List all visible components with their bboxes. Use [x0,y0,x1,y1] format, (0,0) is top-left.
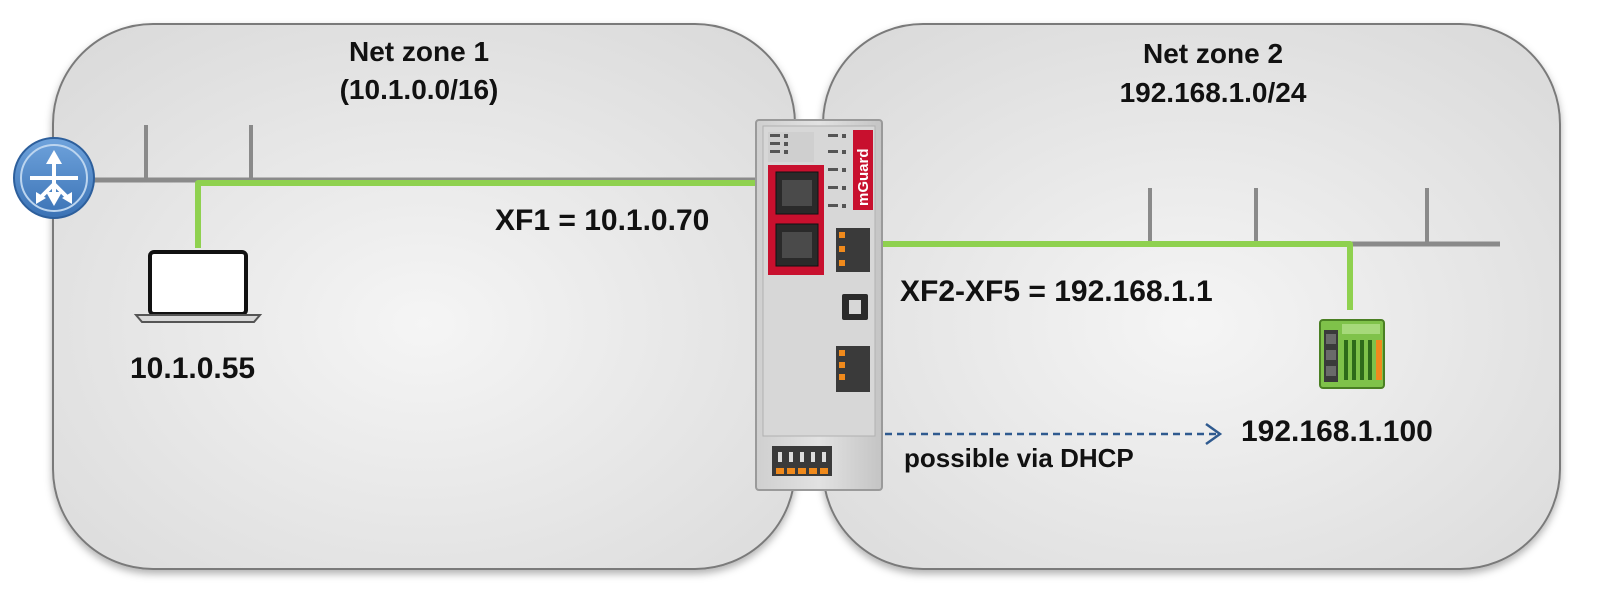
xf2-xf5-label: XF2-XF5 = 192.168.1.1 [900,275,1213,308]
laptop-ip-label: 10.1.0.55 [130,352,256,385]
zone1-subnet: (10.1.0.0/16) [339,74,499,105]
device-ip-label: 192.168.1.100 [1241,415,1433,448]
router-icon [13,137,95,219]
laptop-icon [133,250,263,323]
dhcp-arrow [885,422,1223,446]
device-brand-text: mGuard [855,148,872,206]
plc-device-icon [1319,319,1385,389]
xf1-label: XF1 = 10.1.0.70 [495,204,710,237]
zone2-title: Net zone 2 [1142,38,1284,69]
mguard-device-icon: mGuard [755,119,883,491]
zone2-subnet: 192.168.1.0/24 [1119,77,1307,108]
dhcp-label: possible via DHCP [904,443,1134,473]
zone1-title: Net zone 1 [348,36,490,67]
